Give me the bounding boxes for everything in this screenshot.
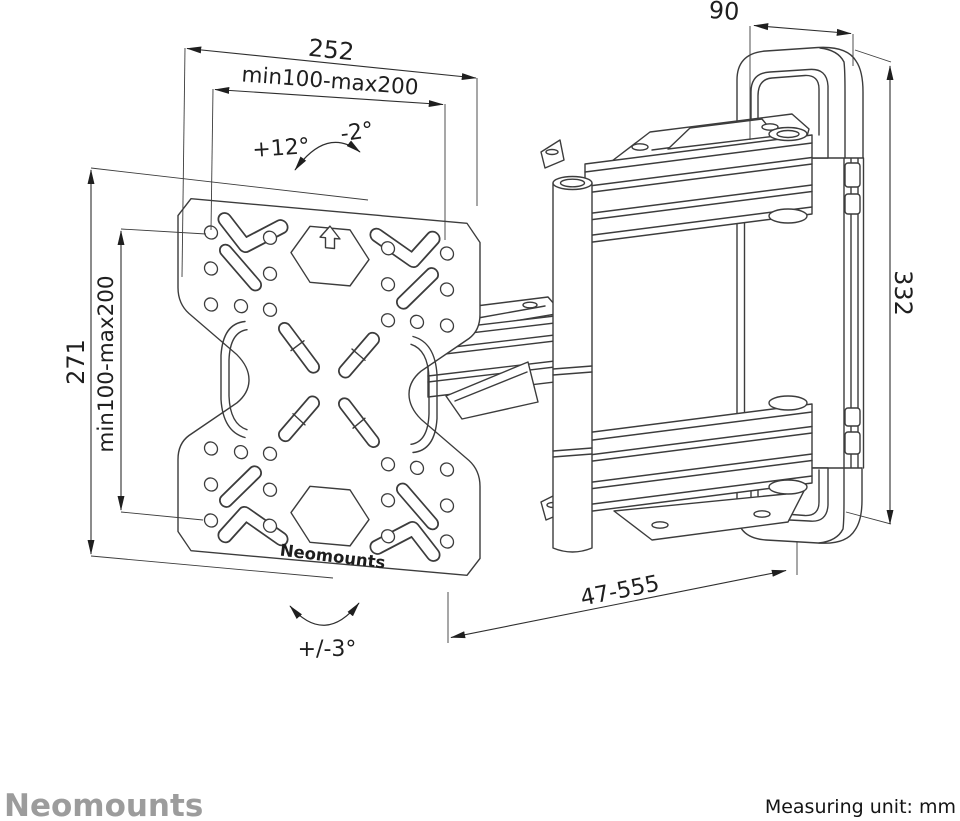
dim-vesa-h-label: min100-max200 <box>241 62 420 100</box>
dim-252-label: 252 <box>307 34 355 66</box>
dim-plate-height: 271 <box>62 169 95 555</box>
dim-vesa-horizontal: min100-max200 <box>214 62 444 108</box>
tilt-annotation: +12° -2° <box>252 118 375 171</box>
dim-folded-depth: 90 <box>708 0 852 36</box>
tilt-up-label: +12° <box>252 134 311 163</box>
dim-vesa-v-label: min100-max200 <box>94 275 119 452</box>
hex-cutout-top <box>290 225 370 287</box>
dim-90-label: 90 <box>708 0 740 26</box>
dim-bracket-height: 332 <box>886 65 917 525</box>
dim-332-label: 332 <box>889 270 917 316</box>
bottom-arm <box>540 403 813 541</box>
swivel-annotation: +/-3° <box>289 602 360 662</box>
brand-logo: Neomounts <box>4 788 203 821</box>
vesa-plate <box>177 197 481 577</box>
dim-47-555-label: 47-555 <box>578 570 661 611</box>
pivot-column <box>552 175 593 553</box>
top-arm <box>540 113 813 244</box>
diagonal-slots <box>219 243 439 531</box>
hex-cutout-bottom <box>290 485 370 547</box>
dim-extension-range: 47-555 <box>450 569 787 639</box>
dim-plate-width: 252 <box>186 34 477 81</box>
measuring-unit-label: Measuring unit: mm <box>765 796 956 818</box>
dim-vesa-vertical: min100-max200 <box>94 230 125 511</box>
vesa-holes <box>203 225 455 549</box>
swivel-label: +/-3° <box>298 637 357 662</box>
tilt-down-label: -2° <box>339 118 375 147</box>
hinge-knuckles <box>768 126 808 495</box>
dim-271-label: 271 <box>62 339 90 385</box>
up-arrow-icon <box>319 225 341 250</box>
